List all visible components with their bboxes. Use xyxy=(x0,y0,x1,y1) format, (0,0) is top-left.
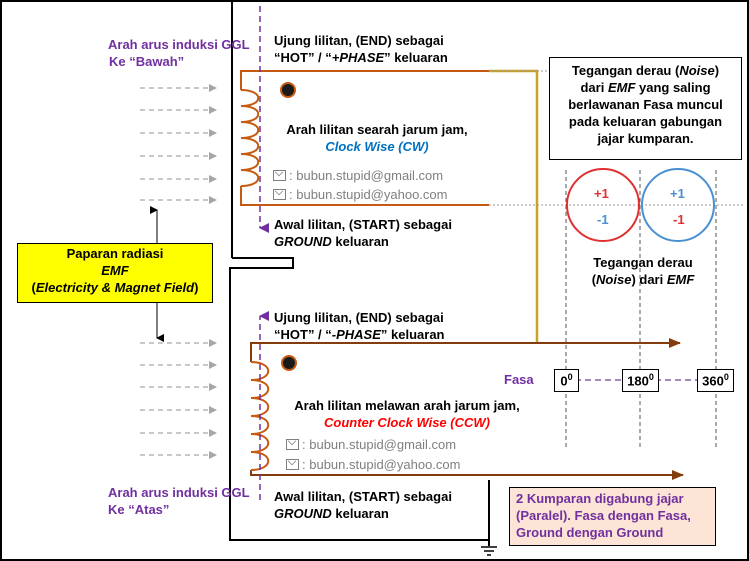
noise-circle-right xyxy=(641,168,715,242)
phase-label: Fasa xyxy=(504,372,534,387)
coil2-email-yahoo: : bubun.stupid@yahoo.com xyxy=(286,456,460,473)
phase-guides xyxy=(565,170,717,450)
emf-arrow-group xyxy=(140,84,217,459)
coil2-wiring xyxy=(250,338,684,480)
coil2-start-label: Awal lilitan, (START) sebagai GROUND kel… xyxy=(274,489,452,521)
noise-caption: Tegangan derau (Noise) dari EMF xyxy=(591,255,695,287)
coil1-email-yahoo: : bubun.stupid@yahoo.com xyxy=(273,186,447,203)
black-wire xyxy=(229,2,490,546)
circle-right-bottom-value: -1 xyxy=(673,212,685,227)
coil2-end-label: Ujung lilitan, (END) sebagai “HOT” / “-P… xyxy=(274,310,445,342)
coil1-start-label: Awal lilitan, (START) sebagai GROUND kel… xyxy=(274,217,452,249)
parallel-info-box xyxy=(509,487,716,546)
mail-icon xyxy=(286,459,299,470)
phase-tick-360: 3600 xyxy=(697,369,734,392)
mail-icon xyxy=(286,439,299,450)
coil1-direction-label: Arah lilitan searah jarum jam, Clock Wis… xyxy=(286,122,468,154)
emf-source-label: Paparan radiasi EMF (Electricity & Magne… xyxy=(31,246,199,295)
coil1-email-gmail: : bubun.stupid@gmail.com xyxy=(273,167,443,184)
mail-icon xyxy=(273,189,286,200)
parallel-info-text: 2 Kumparan digabung jajar (Paralel). Fas… xyxy=(516,491,691,540)
mail-icon xyxy=(273,170,286,181)
ground-symbol xyxy=(481,546,497,556)
circle-left-top-value: +1 xyxy=(594,186,609,201)
coil1-dot-marker xyxy=(280,82,296,98)
circle-left-bottom-value: -1 xyxy=(597,212,609,227)
coil2-dot-marker xyxy=(281,355,297,371)
phase-tick-0: 00 xyxy=(554,369,579,392)
coil1-wiring xyxy=(240,70,489,206)
coil1-winding xyxy=(240,89,260,187)
noise-info-box xyxy=(549,57,742,160)
coil2-email-gmail: : bubun.stupid@gmail.com xyxy=(286,436,456,453)
noise-info-text: Tegangan derau (Noise) dari EMF yang sal… xyxy=(568,63,723,146)
circle-right-top-value: +1 xyxy=(670,186,685,201)
gold-parallel-link xyxy=(489,69,539,343)
bottom-induction-label: Arah arus induksi GGL Ke “Atas” xyxy=(108,485,250,517)
noise-circle-left xyxy=(566,168,640,242)
coil2-winding xyxy=(250,361,270,471)
phase-tick-180: 1800 xyxy=(622,369,659,392)
top-induction-label: Arah arus induksi GGL Ke “Bawah” xyxy=(108,37,250,69)
coil2-direction-label: Arah lilitan melawan arah jarum jam, Cou… xyxy=(294,398,520,430)
coil1-end-label: Ujung lilitan, (END) sebagai “HOT” / “+P… xyxy=(274,33,448,65)
emf-source-box xyxy=(17,243,213,303)
